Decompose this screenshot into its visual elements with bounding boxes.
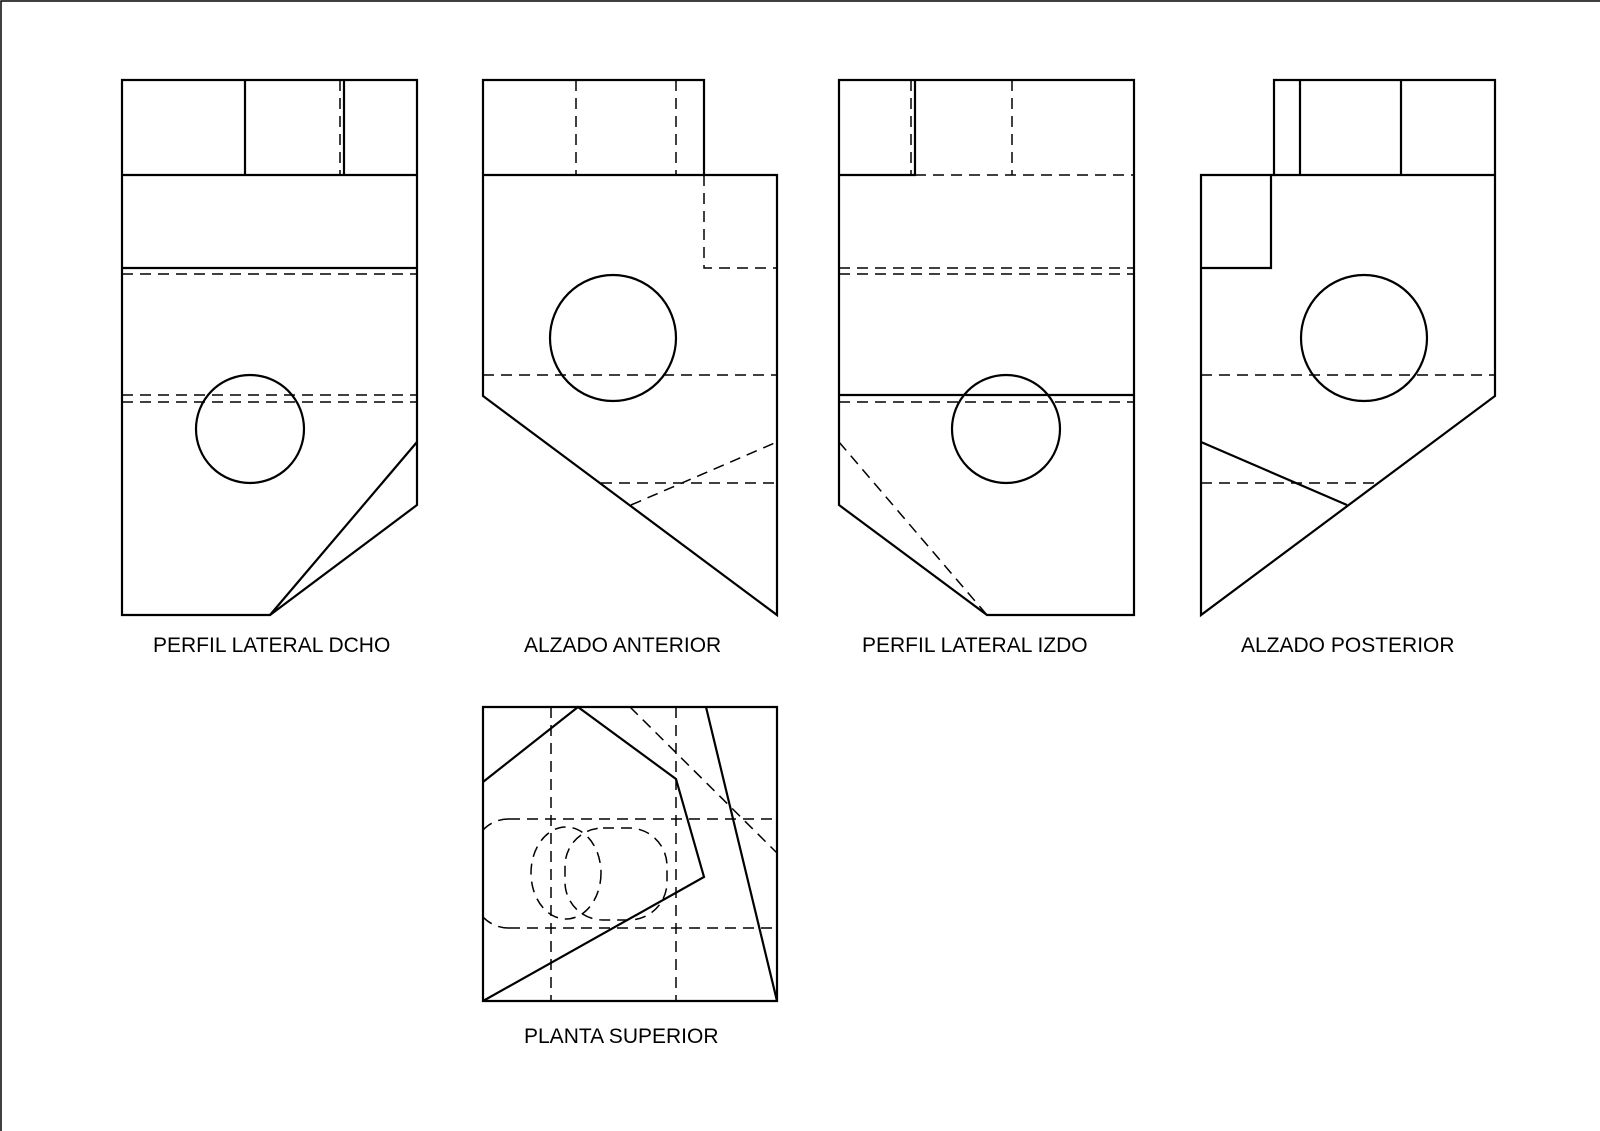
view-planta-superior: [481, 705, 779, 1003]
rear-elevation-hidden-lines: [1201, 374, 1495, 484]
label-planta-superior: PLANTA SUPERIOR: [524, 1025, 719, 1048]
view-perfil-lateral-dcho: [120, 78, 419, 617]
left-profile-edges: [839, 80, 1134, 397]
front-elevation-bore: [548, 273, 678, 403]
plan-hidden-bore-right: [564, 827, 668, 921]
plan-edges: [482, 705, 779, 1002]
plan-hidden-bore-left: [530, 826, 602, 920]
front-elevation-hidden-lines: [483, 80, 778, 506]
view-alzado-posterior: [1199, 78, 1497, 618]
front-elevation-outline: [481, 78, 779, 618]
left-profile-outline: [837, 78, 1136, 617]
label-perfil-lateral-dcho: PERFIL LATERAL DCHO: [153, 634, 390, 657]
label-perfil-lateral-izdo: PERFIL LATERAL IZDO: [862, 634, 1088, 657]
left-profile-bore: [950, 373, 1062, 485]
plan-hidden-slot-bottom: [482, 916, 510, 929]
label-alzado-anterior: ALZADO ANTERIOR: [524, 634, 721, 657]
right-profile-edges: [122, 80, 418, 616]
rear-elevation-outline: [1199, 78, 1497, 618]
right-profile-hidden-lines: [122, 80, 417, 403]
plan-hidden-lines: [509, 706, 778, 1001]
right-profile-outline: [120, 78, 419, 617]
view-perfil-lateral-izdo: [837, 78, 1136, 617]
rear-elevation-edges: [1200, 80, 1495, 507]
view-alzado-anterior: [481, 78, 779, 618]
plan-outline: [481, 705, 779, 1003]
label-alzado-posterior: ALZADO POSTERIOR: [1241, 634, 1455, 657]
right-profile-bore: [194, 373, 306, 485]
left-profile-hidden-lines: [838, 80, 1134, 616]
rear-elevation-bore: [1299, 273, 1429, 403]
plan-hidden-slot-top: [482, 818, 510, 831]
